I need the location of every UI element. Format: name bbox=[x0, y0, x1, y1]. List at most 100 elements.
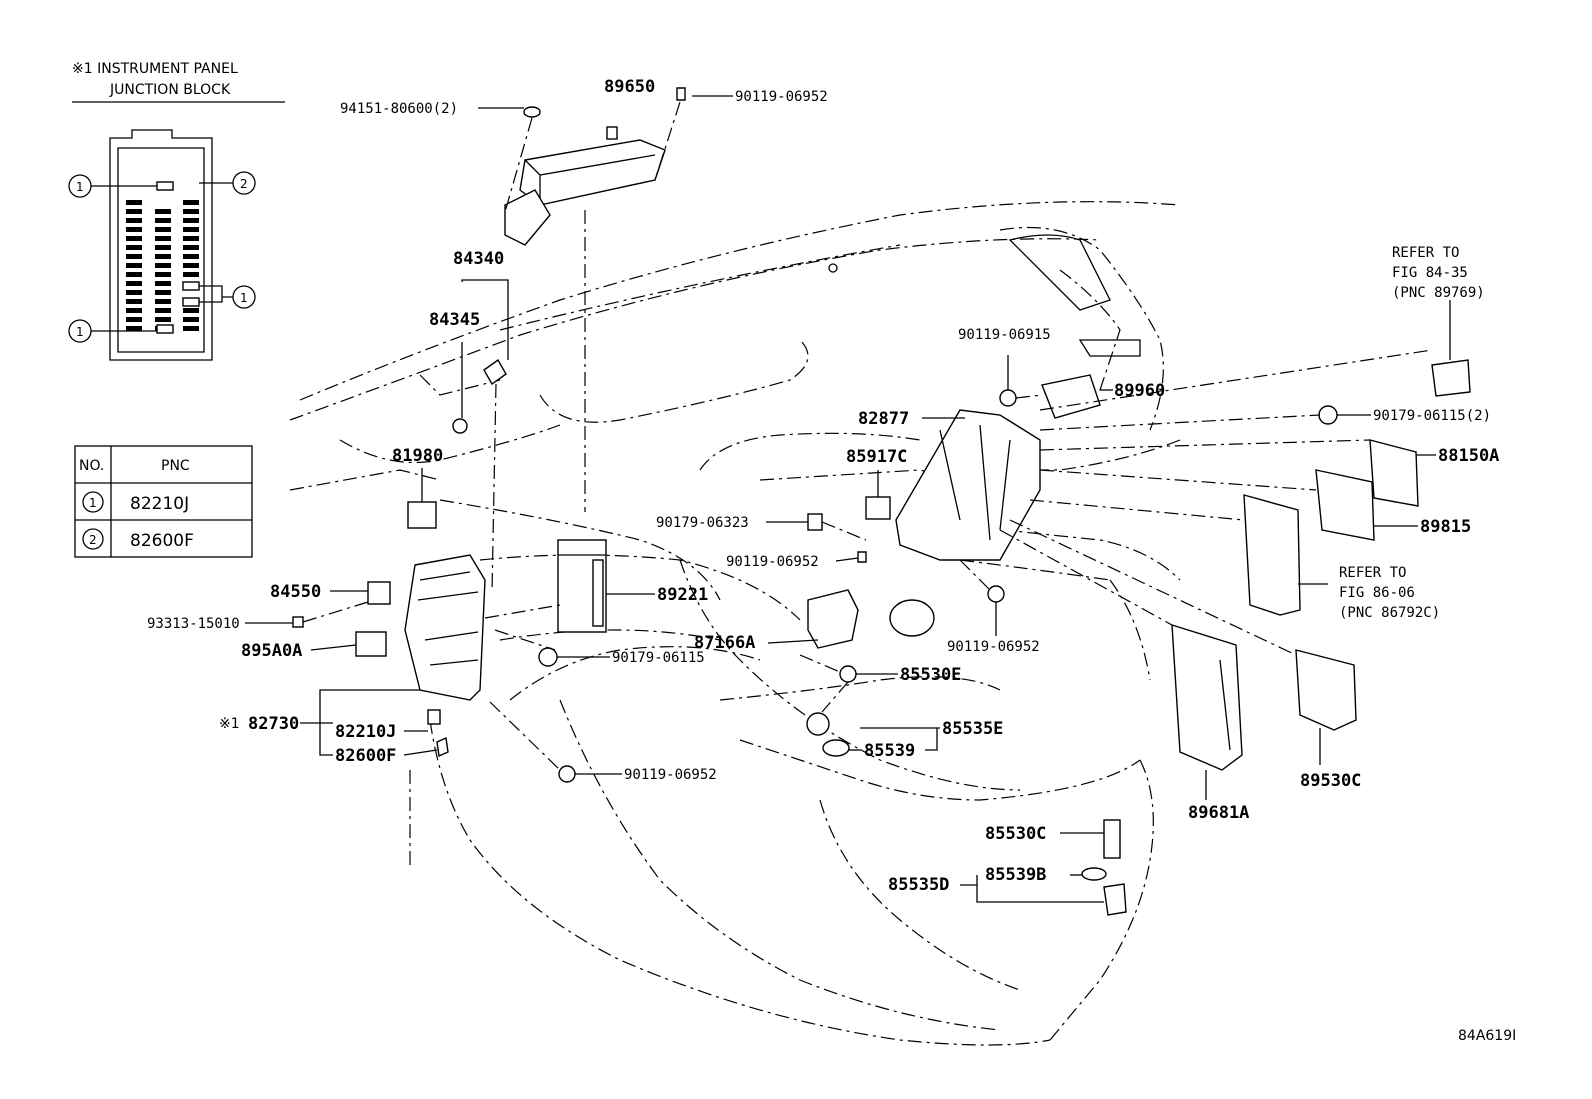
junction-block-inset: ※1 INSTRUMENT PANEL JUNCTION BLOCK 1 2 1… bbox=[68, 61, 285, 361]
fuse-slot bbox=[126, 209, 142, 214]
table-row-2-no: 2 bbox=[89, 533, 97, 547]
fuse-slot bbox=[155, 227, 171, 232]
callout-1-bottom-label: 1 bbox=[76, 325, 84, 339]
label-85917C: 85917C bbox=[846, 447, 907, 467]
figure-code: 84A619I bbox=[1458, 1028, 1516, 1044]
fuse-slot bbox=[126, 299, 142, 304]
fuse-slot bbox=[126, 281, 142, 286]
part-85530E-socket bbox=[839, 665, 857, 683]
label-89960: 89960 bbox=[1114, 381, 1165, 401]
fuse-slot bbox=[155, 254, 171, 259]
part-90119-06915-bolt bbox=[999, 389, 1017, 407]
part-895A0A-module bbox=[355, 631, 387, 657]
part-89769-module bbox=[1431, 359, 1471, 397]
fuse-slot bbox=[183, 227, 199, 232]
label-85535D: 85535D bbox=[888, 875, 949, 895]
label-refer1-line2: FIG 84-35 bbox=[1392, 265, 1468, 281]
fuse-slot bbox=[155, 317, 171, 322]
fuse-slot bbox=[155, 209, 171, 214]
fuse-slot bbox=[155, 308, 171, 313]
part-90179-06115-2-nut bbox=[1318, 405, 1338, 425]
part-85530C-socket bbox=[1103, 819, 1121, 859]
label-89530C: 89530C bbox=[1300, 771, 1361, 791]
fuse-slot bbox=[183, 317, 199, 322]
part-84550-relay bbox=[367, 581, 391, 605]
label-89221: 89221 bbox=[657, 585, 708, 605]
junction-block-inner bbox=[117, 147, 205, 353]
part-90119-bolt-mid bbox=[857, 551, 867, 563]
fuse-slot bbox=[126, 272, 142, 277]
part-89530C-module bbox=[1295, 649, 1357, 731]
label-93313-15010: 93313-15010 bbox=[147, 616, 240, 632]
callout-1-right-label: 1 bbox=[240, 291, 248, 305]
fuse-slot bbox=[155, 290, 171, 295]
label-89681A: 89681A bbox=[1188, 803, 1249, 823]
slot-callout-1a bbox=[156, 181, 174, 191]
label-90119-06952-right: 90119-06952 bbox=[947, 639, 1040, 655]
label-refer2-line1: REFER TO bbox=[1339, 565, 1406, 581]
part-89815-module bbox=[1315, 469, 1375, 541]
label-81980: 81980 bbox=[392, 446, 443, 466]
part-85535D-holder bbox=[1103, 883, 1127, 916]
label-90119-06952-top: 90119-06952 bbox=[735, 89, 828, 105]
part-85535E-bulb bbox=[806, 712, 830, 736]
fuse-slot bbox=[155, 218, 171, 223]
slot-callout-1d bbox=[156, 324, 174, 334]
part-89650-bracket bbox=[504, 189, 551, 246]
part-ecu-86792C bbox=[1243, 494, 1301, 616]
part-88150A-module bbox=[1369, 439, 1419, 507]
label-89650: 89650 bbox=[604, 77, 655, 97]
part-94151-nut bbox=[523, 106, 541, 118]
part-89650-tab bbox=[606, 126, 618, 140]
component-sketches bbox=[292, 87, 1471, 916]
table-frame bbox=[74, 445, 253, 558]
fuse-slot bbox=[183, 245, 199, 250]
label-90179-06115-2: 90179-06115(2) bbox=[1373, 408, 1491, 424]
label-82600F: 82600F bbox=[335, 746, 396, 766]
fuse-slot bbox=[183, 272, 199, 277]
part-89650-body bbox=[519, 139, 666, 206]
part-90119-bolt-low bbox=[558, 765, 576, 783]
leader-lines bbox=[245, 95, 1451, 903]
label-84550: 84550 bbox=[270, 582, 321, 602]
label-90179-06323: 90179-06323 bbox=[656, 515, 749, 531]
fuse-slot bbox=[126, 245, 142, 250]
fuse-slot bbox=[126, 236, 142, 241]
table-row-1-pnc: 82210J bbox=[130, 494, 189, 514]
table-row-1-no: 1 bbox=[89, 496, 97, 510]
label-84340: 84340 bbox=[453, 249, 504, 269]
label-85539: 85539 bbox=[864, 741, 915, 761]
part-82730-junction-block bbox=[404, 554, 486, 701]
fuse-slot bbox=[126, 254, 142, 259]
fuse-slot bbox=[183, 308, 199, 313]
label-895A0A: 895A0A bbox=[241, 641, 302, 661]
fuse-slot bbox=[155, 281, 171, 286]
part-85539-lens bbox=[822, 739, 850, 757]
label-82210J: 82210J bbox=[335, 722, 396, 742]
fuse-slots bbox=[126, 200, 199, 331]
part-90119-bolt-top bbox=[676, 87, 686, 101]
junction-block-outline bbox=[109, 129, 213, 361]
table-header-pnc: PNC bbox=[161, 458, 190, 474]
part-90179-06115-nut bbox=[538, 647, 558, 667]
fuse-slot bbox=[183, 263, 199, 268]
fuse-slot bbox=[126, 326, 142, 331]
fuse-slot bbox=[183, 218, 199, 223]
part-82877-bracket bbox=[895, 409, 1041, 561]
part-87166A-actuator bbox=[807, 589, 859, 649]
part-90179-06323-clip bbox=[807, 513, 823, 531]
slot-callout-1c bbox=[182, 297, 200, 307]
part-85539B-lens bbox=[1081, 867, 1107, 881]
fuse-slot bbox=[183, 236, 199, 241]
fuse-slot bbox=[155, 272, 171, 277]
label-90119-06952-low: 90119-06952 bbox=[624, 767, 717, 783]
table-header-no: NO. bbox=[79, 458, 104, 474]
instrument-panel-outline bbox=[289, 201, 1181, 1046]
part-81980-relay bbox=[407, 501, 437, 529]
part-89960-module bbox=[1041, 374, 1101, 419]
label-refer1-line3: (PNC 89769) bbox=[1392, 285, 1485, 301]
fuse-slot bbox=[183, 200, 199, 205]
fuse-slot bbox=[126, 218, 142, 223]
label-85539B: 85539B bbox=[985, 865, 1046, 885]
pnc-table: NO. PNC 1 82210J 2 82600F bbox=[74, 445, 253, 558]
